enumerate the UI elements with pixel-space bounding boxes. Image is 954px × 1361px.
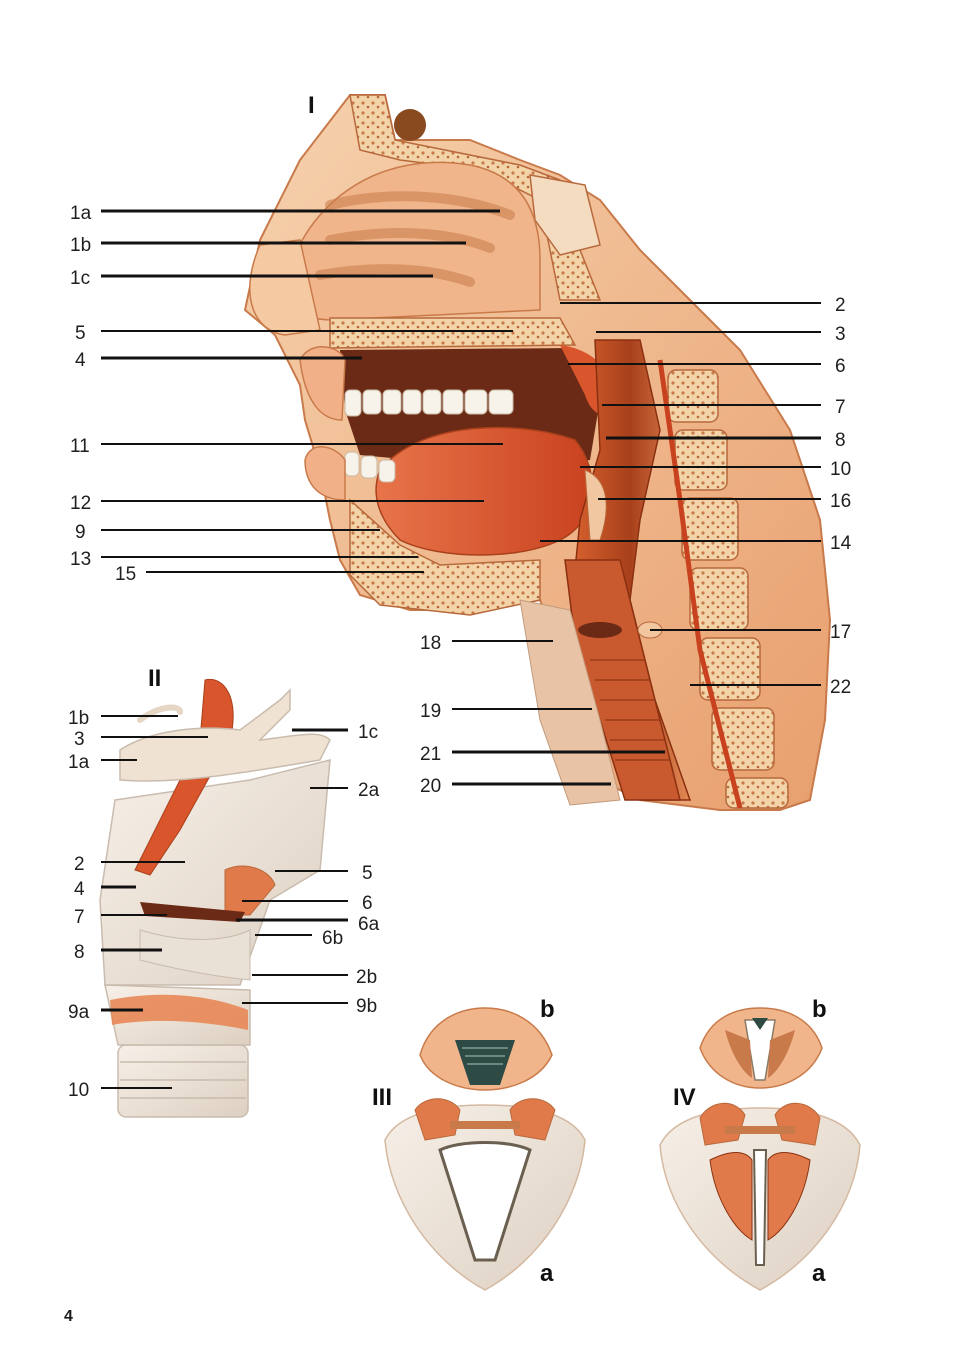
label-15: 15 bbox=[115, 564, 136, 585]
label-ii-9a: 9a bbox=[68, 1002, 90, 1023]
label-12: 12 bbox=[70, 493, 91, 514]
label-ii-5: 5 bbox=[362, 863, 373, 884]
label-6: 6 bbox=[835, 356, 846, 377]
label-ii-6b: 6b bbox=[322, 928, 343, 949]
label-8: 8 bbox=[835, 430, 846, 451]
larynx-illustration bbox=[99, 678, 331, 1118]
label-10: 10 bbox=[830, 459, 851, 480]
vocal-folds-open-illustration bbox=[384, 1007, 586, 1291]
label-18: 18 bbox=[420, 633, 441, 654]
label-13: 13 bbox=[70, 549, 91, 570]
label-17: 17 bbox=[830, 622, 851, 643]
label-2: 2 bbox=[835, 295, 846, 316]
label-ii-6: 6 bbox=[362, 893, 373, 914]
label-9: 9 bbox=[75, 522, 86, 543]
label-ii-1c: 1c bbox=[358, 722, 378, 743]
label-ii-8: 8 bbox=[74, 942, 85, 963]
label-ii-7: 7 bbox=[74, 907, 85, 928]
label-3: 3 bbox=[835, 324, 846, 345]
label-ii-1a: 1a bbox=[68, 752, 90, 773]
figure-numeral-IV: IV bbox=[673, 1084, 696, 1111]
label-19: 19 bbox=[420, 701, 441, 722]
label-20: 20 bbox=[420, 776, 441, 797]
figure-numeral-III: III bbox=[372, 1084, 392, 1111]
fig1-left-labels: 1a 1b 1c 5 4 11 12 9 13 15 bbox=[70, 203, 513, 585]
label-22: 22 bbox=[830, 677, 851, 698]
label-ii-9b: 9b bbox=[356, 996, 377, 1017]
label-ii-2a: 2a bbox=[358, 780, 380, 801]
label-1a: 1a bbox=[70, 203, 92, 224]
label-14: 14 bbox=[830, 533, 852, 554]
fig1-right-labels: 2 3 6 7 8 10 16 14 17 22 bbox=[540, 295, 852, 698]
label-7: 7 bbox=[835, 397, 846, 418]
figure-numeral-I: I bbox=[308, 92, 315, 119]
label-ii-2b: 2b bbox=[356, 967, 377, 988]
label-ii-10: 10 bbox=[68, 1080, 89, 1101]
label-16: 16 bbox=[830, 491, 851, 512]
sagittal-head-illustration bbox=[243, 94, 832, 811]
page-number: 4 bbox=[64, 1308, 73, 1325]
label-ii-4: 4 bbox=[74, 879, 85, 900]
vocal-folds-closed-illustration bbox=[659, 1007, 861, 1291]
label-III-a: a bbox=[540, 1260, 554, 1287]
fig1-bottom-labels: 18 19 21 20 bbox=[420, 633, 665, 797]
label-IV-a: a bbox=[812, 1260, 826, 1287]
label-21: 21 bbox=[420, 744, 441, 765]
label-4: 4 bbox=[75, 350, 86, 371]
label-1c: 1c bbox=[70, 268, 90, 289]
label-ii-6a: 6a bbox=[358, 914, 380, 935]
fig2-left-labels: 1b 3 1a 2 4 7 8 9a 10 bbox=[68, 708, 208, 1101]
fig2-right-labels: 1c 2a 5 6 6a 6b 2b 9b bbox=[236, 722, 380, 1017]
label-ii-1b: 1b bbox=[68, 708, 89, 729]
label-ii-2: 2 bbox=[74, 854, 85, 875]
label-11: 11 bbox=[70, 436, 90, 457]
label-III-b: b bbox=[540, 996, 555, 1023]
label-1b: 1b bbox=[70, 235, 91, 256]
figure-numeral-II: II bbox=[148, 665, 161, 692]
label-ii-3: 3 bbox=[74, 729, 85, 750]
label-5: 5 bbox=[75, 323, 86, 344]
label-IV-b: b bbox=[812, 996, 827, 1023]
